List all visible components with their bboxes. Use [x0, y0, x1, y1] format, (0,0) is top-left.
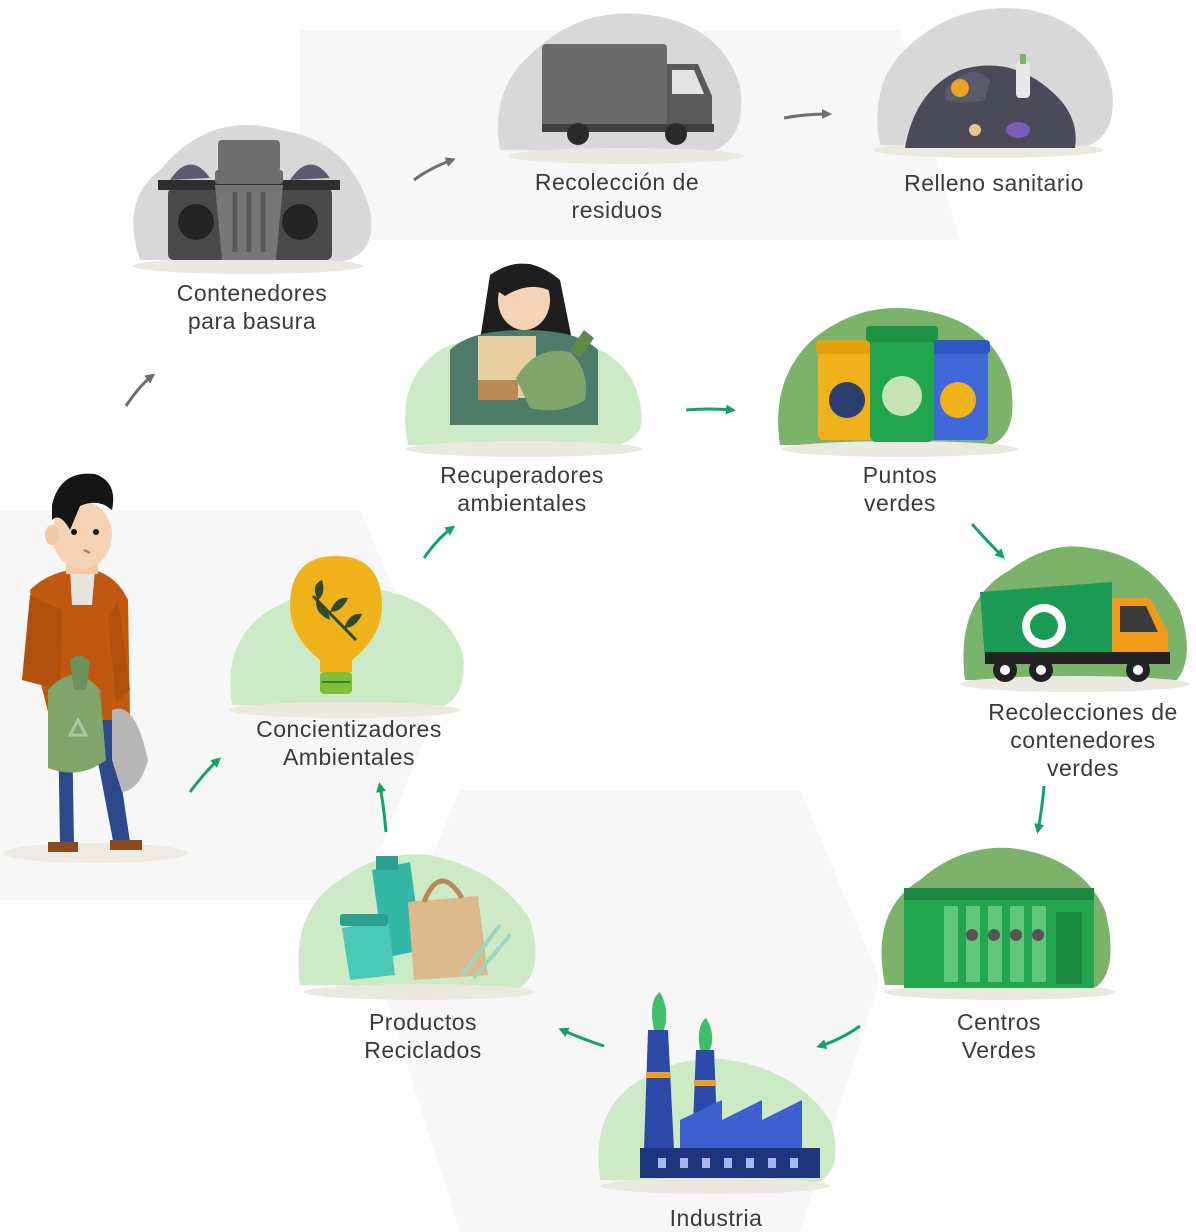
green-recycling-truck-illustration	[960, 546, 1190, 692]
arrow-productos-to-concientizadores	[376, 782, 388, 833]
label-recuperadores: Recuperadores ambientales	[412, 461, 632, 517]
label-relleno-line1: Relleno sanitario	[904, 170, 1084, 196]
label-recoleccion: Recolección de residuos	[507, 168, 727, 224]
arrow-concientizadores-to-recuperadores	[422, 525, 456, 559]
label-concientizadores-line1: Concientizadores	[256, 716, 442, 742]
label-recolecciones-verdes-line2: contenedores	[1010, 727, 1156, 753]
factory-illustration	[598, 992, 836, 1194]
recycler-woman-illustration	[405, 263, 642, 457]
arrow-recoleccion-to-relleno	[783, 109, 832, 120]
arrow-industria-to-productos	[558, 1027, 605, 1048]
arrow-contenedores-to-recoleccion	[413, 157, 456, 182]
gray-arrows	[124, 109, 832, 407]
label-productos-line2: Reciclados	[364, 1037, 482, 1063]
label-recoleccion-line2: residuos	[571, 197, 663, 223]
recycling-bins-illustration	[778, 308, 1018, 457]
label-contenedores: Contenedores para basura	[152, 279, 352, 335]
label-recolecciones-verdes: Recolecciones de contenedores verdes	[972, 698, 1194, 782]
label-productos: Productos Reciclados	[323, 1008, 523, 1064]
label-centros-line2: Verdes	[961, 1037, 1037, 1063]
label-puntos: Puntos verdes	[800, 461, 1000, 517]
label-recolecciones-verdes-line3: verdes	[1046, 755, 1120, 781]
person-illustration	[3, 473, 187, 863]
label-concientizadores-line2: Ambientales	[282, 744, 416, 770]
label-industria-line1: Industria	[669, 1205, 763, 1231]
lightbulb-illustration	[229, 556, 464, 718]
landfill-illustration	[873, 8, 1113, 158]
label-recoleccion-line1: Recolección de	[534, 169, 700, 195]
label-industria: Industria	[616, 1204, 816, 1232]
arrow-person-to-contenedores	[124, 373, 156, 407]
arrow-puntos-to-recolecciones	[970, 523, 1005, 559]
trash-containers-illustration	[133, 125, 372, 274]
label-puntos-line2: verdes	[863, 490, 937, 516]
arrow-person-to-concientizadores	[188, 757, 221, 793]
arrow-recuperadores-to-puntos	[685, 404, 736, 415]
label-concientizadores: Concientizadores Ambientales	[229, 715, 469, 771]
arrow-recolecciones-to-centros	[1034, 785, 1046, 834]
label-centros: Centros Verdes	[899, 1008, 1099, 1064]
label-productos-line1: Productos	[368, 1009, 478, 1035]
green-arrows	[188, 404, 1046, 1050]
label-centros-line1: Centros	[956, 1009, 1042, 1035]
green-center-building-illustration	[881, 847, 1116, 1000]
label-contenedores-line1: Contenedores	[176, 280, 328, 306]
label-contenedores-line2: para basura	[187, 308, 317, 334]
label-recuperadores-line1: Recuperadores	[440, 462, 604, 488]
label-recuperadores-line2: ambientales	[457, 490, 587, 516]
label-puntos-line1: Puntos	[862, 462, 938, 488]
label-recolecciones-verdes-line1: Recolecciones de	[988, 699, 1178, 725]
garbage-truck-illustration	[498, 13, 744, 164]
label-relleno: Relleno sanitario	[884, 169, 1104, 197]
arrow-centros-to-industria	[816, 1024, 861, 1050]
recycled-products-illustration	[298, 854, 536, 1000]
